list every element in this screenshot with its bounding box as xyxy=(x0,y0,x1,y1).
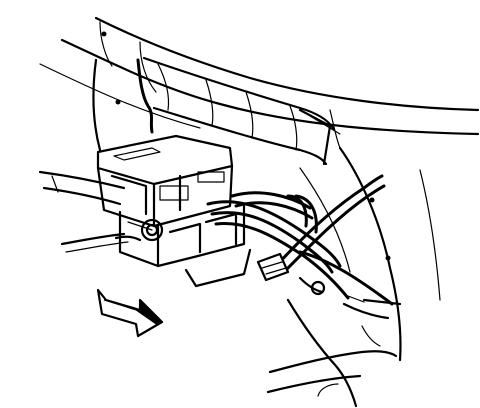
brake-modulator xyxy=(96,134,252,288)
direction-arrow-icon xyxy=(96,288,164,338)
frame-rail xyxy=(39,16,480,149)
lower-fittings xyxy=(298,276,402,320)
frame-panel-right xyxy=(299,146,441,362)
mounting-bolt xyxy=(114,218,164,242)
frame-left xyxy=(38,58,129,253)
line-clip xyxy=(256,252,290,282)
lower-frame xyxy=(266,298,398,408)
diagonal-tube xyxy=(276,174,386,272)
brake-lines xyxy=(206,191,394,306)
insulated-tube xyxy=(142,56,341,166)
sensor-wire xyxy=(136,58,154,134)
